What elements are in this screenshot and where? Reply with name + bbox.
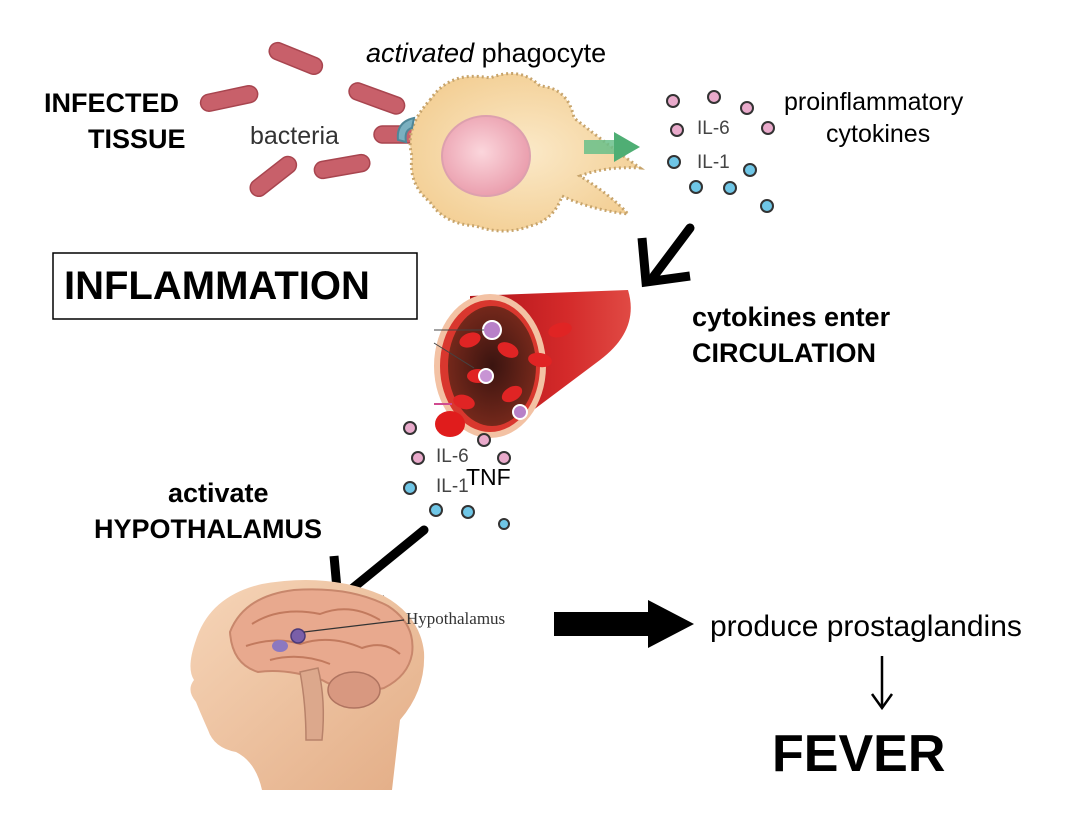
cytokine-blue <box>760 199 774 213</box>
phagocyte-nucleus <box>441 115 531 197</box>
down-arrow-icon <box>870 656 894 711</box>
phagocyte-word: phagocyte <box>474 38 607 68</box>
cytokine-blue <box>743 163 757 177</box>
green-arrow-icon <box>584 132 640 162</box>
white-blood-cell <box>478 368 494 384</box>
il6-top-label: IL-6 <box>697 118 730 139</box>
bacteria-group <box>199 41 425 198</box>
cytokine-blue <box>498 518 510 530</box>
activated-phagocyte-label: activated phagocyte <box>366 38 606 69</box>
bacterium <box>348 82 406 115</box>
white-blood-cell <box>482 320 502 340</box>
cytokines-enter-line2: CIRCULATION <box>692 338 876 368</box>
right-arrow-icon <box>554 600 694 648</box>
cytokine-blue <box>667 155 681 169</box>
top-cytokines <box>666 90 775 213</box>
red-blood-cell <box>435 411 465 437</box>
fever-label: FEVER <box>772 725 946 783</box>
infected-tissue-line1: INFECTED <box>44 88 179 118</box>
cytokine-pink <box>497 451 511 465</box>
activated-word: activated <box>366 38 475 68</box>
head-illustration <box>190 580 425 790</box>
red-blood-cell <box>501 385 523 403</box>
cytokines-enter-line1: cytokines enter <box>692 302 891 332</box>
red-blood-cell <box>497 342 519 358</box>
cytokine-pink <box>411 451 425 465</box>
il1-mid-label: IL-1 <box>436 476 469 497</box>
il1-top-label: IL-1 <box>697 152 730 173</box>
activate-line2: HYPOTHALAMUS <box>94 514 322 544</box>
proinflammatory-line2: cytokines <box>826 120 931 148</box>
circulating-cytokines <box>403 421 511 530</box>
cytokine-pink <box>477 433 491 447</box>
cytokine-pink <box>740 101 754 115</box>
phagocyte <box>396 72 646 233</box>
bacteria-label: bacteria <box>250 122 339 150</box>
hypothalamus-region <box>290 628 306 644</box>
cytokine-blue <box>429 503 443 517</box>
produce-prostaglandins-label: produce prostaglandins <box>710 610 1022 643</box>
infected-tissue-line2: TISSUE <box>88 124 186 154</box>
cytokine-blue <box>403 481 417 495</box>
hypothalamus-pointer <box>303 619 405 633</box>
red-blood-cell <box>528 352 552 368</box>
red-blood-cell <box>453 394 475 410</box>
cytokine-pink <box>707 90 721 104</box>
tnf-label: TNF <box>466 464 511 490</box>
cytokine-pink <box>666 94 680 108</box>
bacterium <box>199 84 259 113</box>
inflammation-label: INFLAMMATION <box>64 264 370 308</box>
arrow-to-circulation-icon <box>637 223 695 288</box>
red-blood-cell <box>548 322 572 338</box>
il6-mid-label: IL-6 <box>436 446 469 467</box>
phagocyte-receptor <box>396 116 416 144</box>
white-blood-cell <box>512 404 528 420</box>
bacterium <box>249 155 298 198</box>
activate-line1: activate <box>168 478 269 508</box>
red-blood-cell <box>459 332 481 348</box>
hypothalamus-label: Hypothalamus <box>406 609 506 628</box>
bacterium <box>268 41 324 76</box>
cytokine-blue <box>723 181 737 195</box>
inflammation-box <box>52 252 418 320</box>
bacterium <box>313 153 371 180</box>
cytokine-blue <box>689 180 703 194</box>
proinflammatory-line1: proinflammatory <box>784 88 964 116</box>
cytokine-pink <box>403 421 417 435</box>
cytokine-blue <box>461 505 475 519</box>
cerebellum <box>327 671 381 709</box>
brainstem <box>299 667 325 741</box>
cytokine-pink <box>670 123 684 137</box>
cytokine-pink <box>761 121 775 135</box>
blood-vessel <box>433 290 631 438</box>
